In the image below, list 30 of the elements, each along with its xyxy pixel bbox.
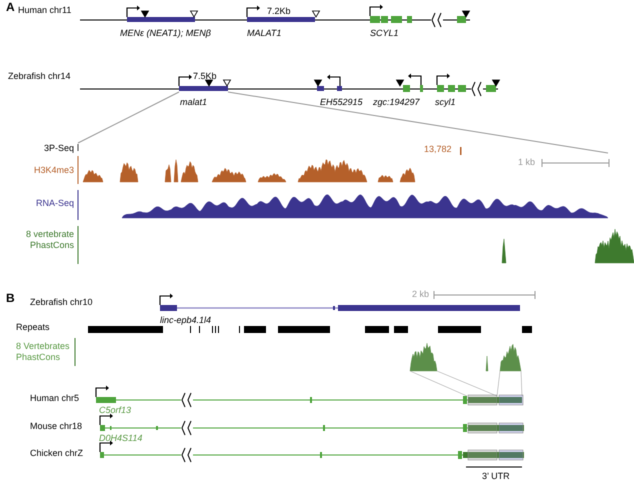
chromosome-label: Mouse chr18: [30, 421, 82, 432]
gene-label: zgc:194297: [373, 97, 420, 108]
track-label: 3P-Seq: [44, 143, 74, 154]
region-label: 3’ UTR: [482, 471, 510, 482]
panel-letter: B: [6, 291, 15, 305]
track-label: 8 Vertebrates PhastCons: [16, 341, 71, 363]
track-label: H3K4me3: [34, 165, 74, 176]
gene-label: C5orf13: [99, 405, 132, 416]
panel-letter: A: [6, 0, 15, 14]
chromosome-label: Zebrafish chr10: [30, 297, 93, 308]
gene-label: SCYL1: [370, 28, 399, 39]
chromosome-label: Chicken chrZ: [30, 448, 84, 459]
size-label: 7.2Kb: [267, 6, 291, 17]
track-label: RNA-Seq: [36, 198, 74, 209]
gene-label: EH552915: [320, 97, 363, 108]
chromosome-label: Human chr11: [18, 5, 72, 16]
gene-label: MALAT1: [247, 28, 282, 39]
chromosome-label: Zebrafish chr14: [8, 71, 71, 82]
gene-label: scyl1: [435, 97, 456, 108]
track-label: 8 vertebrate PhastCons: [24, 229, 74, 251]
gene-label: D0H4S114: [99, 433, 142, 444]
gene-label: linc-epb4.1l4: [160, 315, 212, 326]
gene-label: malat1: [180, 97, 208, 108]
track-label: Repeats: [16, 322, 50, 333]
chromosome-label: Human chr5: [30, 393, 80, 404]
gene-label: MENε (NEAT1); MENβ: [120, 28, 211, 39]
peak-value-label: 13,782: [424, 144, 452, 155]
size-label: 7.5Kb: [193, 71, 217, 82]
scale-label: 1 kb: [518, 157, 536, 168]
scale-label: 2 kb: [412, 289, 430, 300]
